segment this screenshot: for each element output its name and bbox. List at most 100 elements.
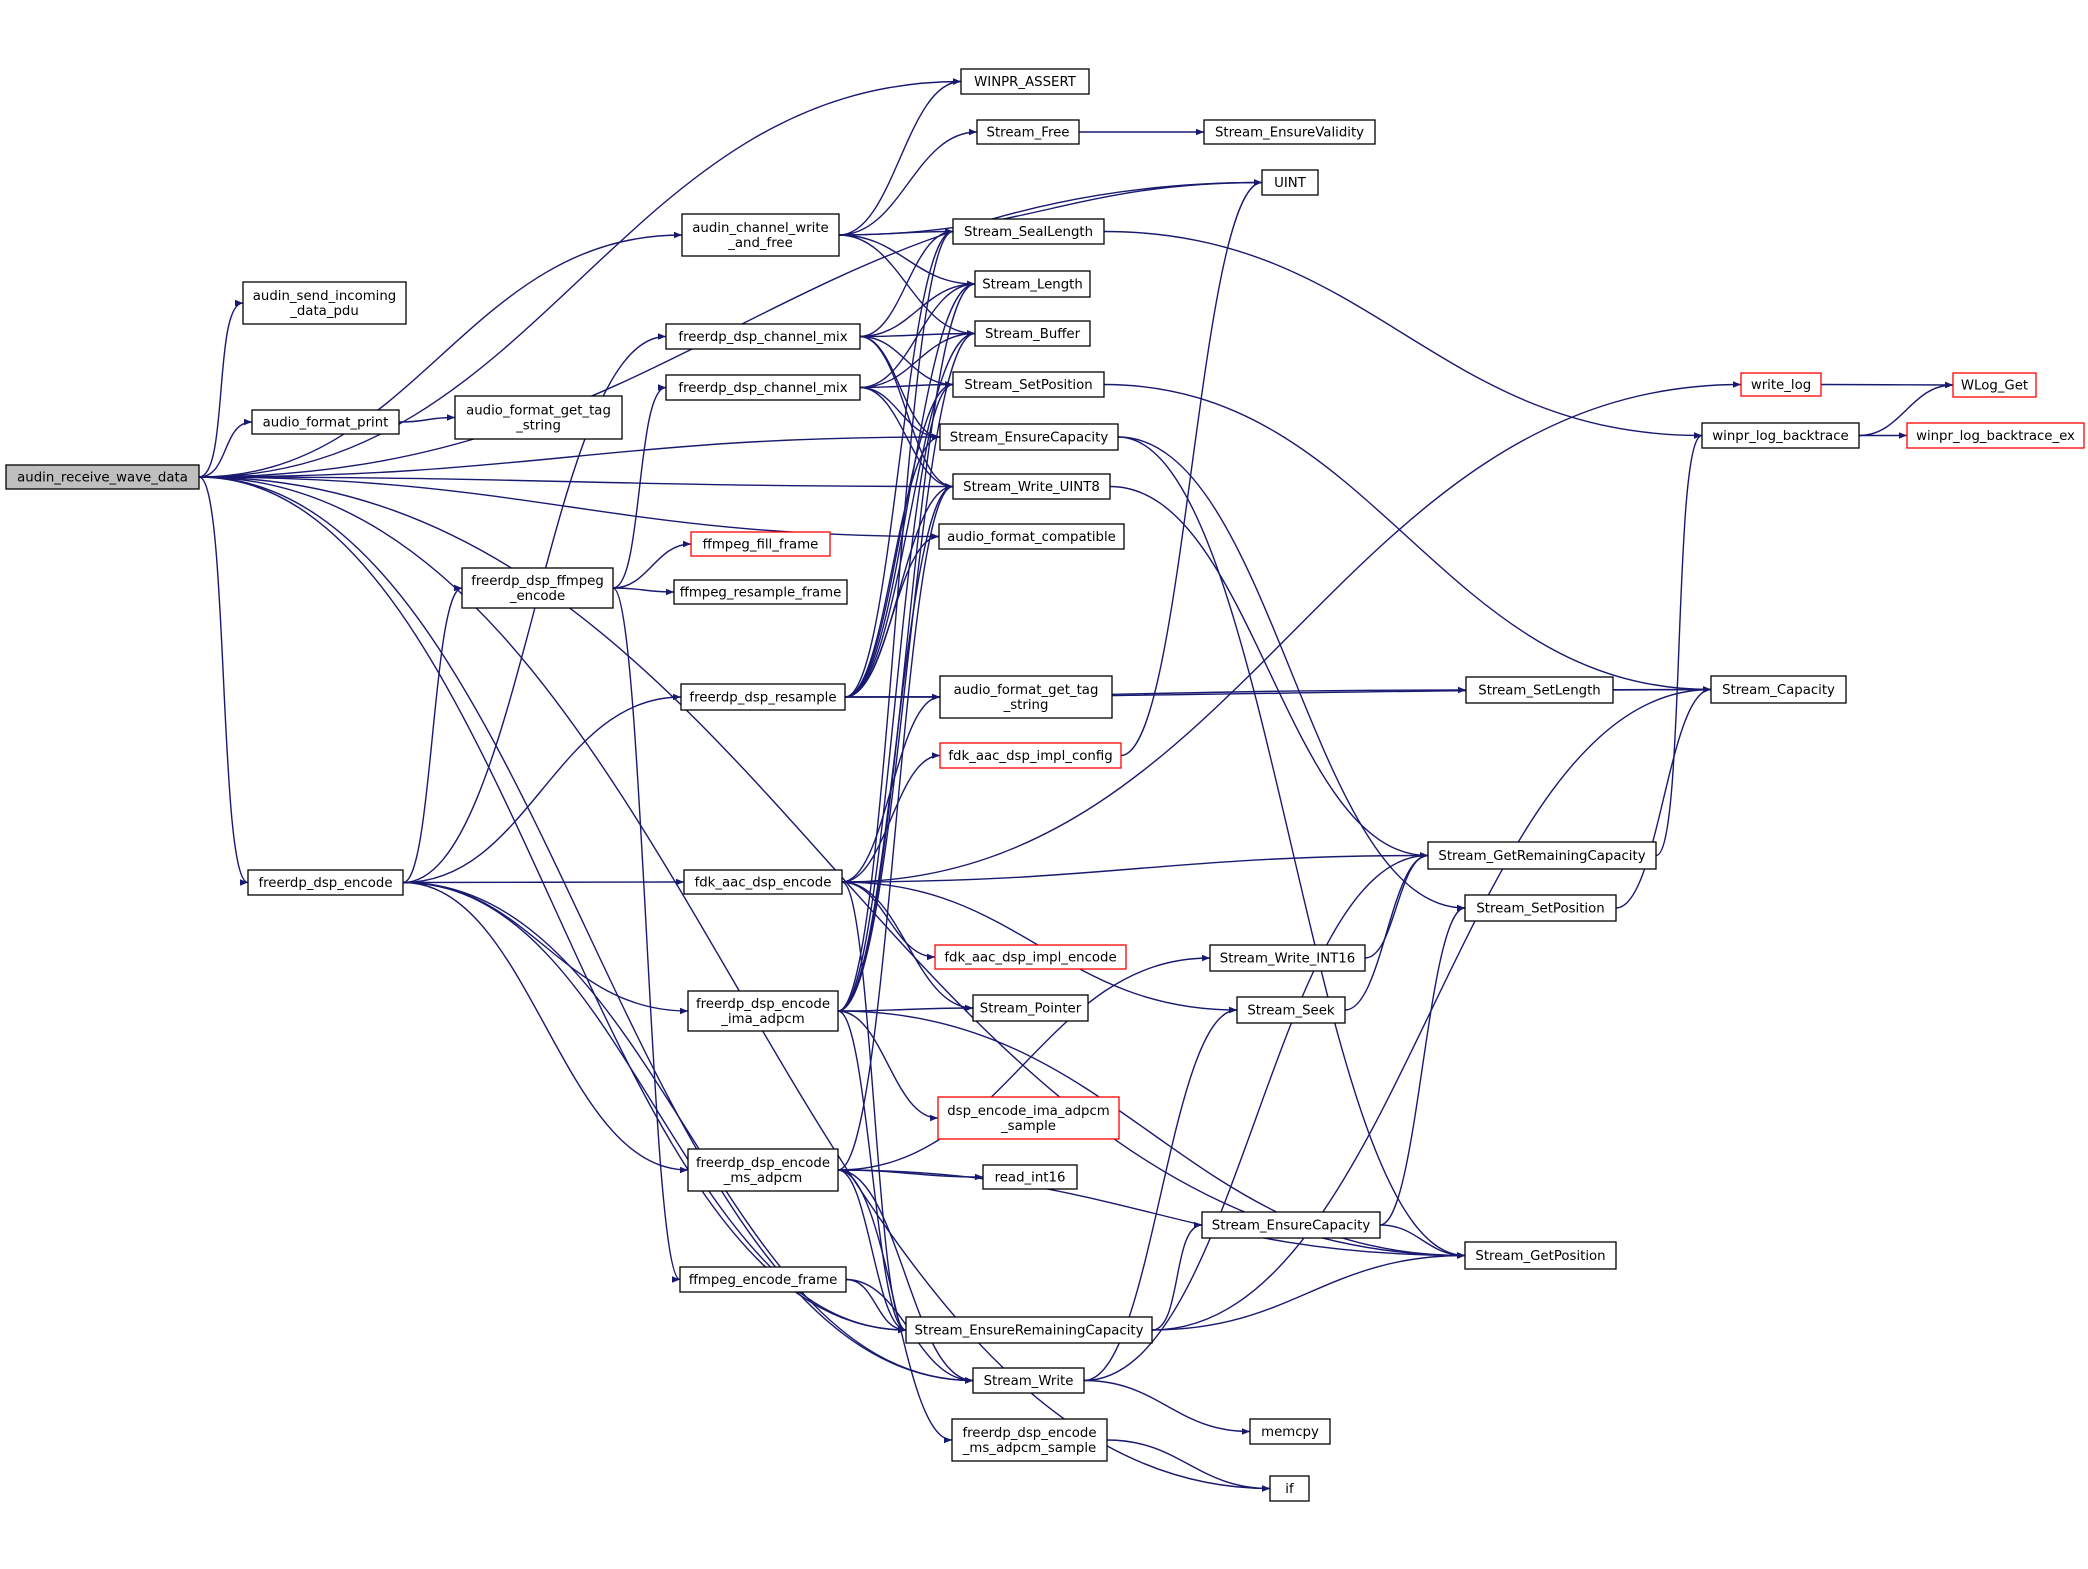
node-label: _string (515, 419, 561, 434)
node-stream-ensurecapacity-1[interactable]: Stream_EnsureCapacity (939, 423, 1119, 451)
node-stream-capacity[interactable]: Stream_Capacity (1710, 675, 1847, 704)
edge-freerdp_dsp_encode_ima_adpcm-to-Stream_GetPosition (837, 1010, 1466, 1259)
edge-audin_channel_write_and_free-to-Stream_SealLength (838, 228, 954, 236)
edge-freerdp_dsp_encode_ms_adpcm-to-Stream_Write_UINT8 (837, 483, 954, 1171)
edge-Stream_SetLength-to-Stream_Capacity (1612, 686, 1712, 693)
edge-audin_receive_wave_data-to-audin_send_incoming_data_pdu (198, 299, 244, 478)
node-box (687, 1148, 839, 1192)
edge-audin_receive_wave_data-to-Stream_GetPosition (198, 476, 1466, 1259)
node-audio-format-compatible[interactable]: audio_format_compatible (938, 523, 1125, 550)
node-box (690, 531, 831, 557)
node-stream-free[interactable]: Stream_Free (976, 119, 1080, 145)
node-uint[interactable]: UINT (1261, 169, 1319, 196)
node-stream-getposition[interactable]: Stream_GetPosition (1464, 1241, 1617, 1270)
edge-fdk_aac_dsp_encode-to-Stream_EnsureRemainingCapacity (841, 881, 907, 1334)
node-stream-setlength[interactable]: Stream_SetLength (1465, 676, 1614, 704)
node-winpr-log-backtrace-ex[interactable]: winpr_log_backtrace_ex (1906, 422, 2085, 449)
node-freerdp-dsp-channel-mix-1[interactable]: freerdp_dsp_channel_mix (665, 323, 861, 350)
node-box (1465, 676, 1614, 704)
node-box (1710, 675, 1847, 704)
node-ffmpeg-fill-frame[interactable]: ffmpeg_fill_frame (690, 531, 831, 557)
edge-Stream_Write_INT16-to-Stream_GetRemainingCapacity (1364, 852, 1429, 959)
node-stream-write-int16[interactable]: Stream_Write_INT16 (1209, 944, 1366, 972)
node-winpr-assert[interactable]: WINPR_ASSERT (960, 68, 1090, 95)
edge-audin_receive_wave_data-to-Stream_Write (198, 476, 974, 1384)
node-box (1261, 169, 1319, 196)
node-label: freerdp_dsp_resample (689, 691, 836, 706)
node-label: fdk_aac_dsp_impl_encode (944, 951, 1116, 966)
node-label: _data_pdu (289, 304, 359, 319)
node-stream-buffer[interactable]: Stream_Buffer (974, 320, 1091, 347)
node-ffmpeg-encode-frame[interactable]: ffmpeg_encode_frame (679, 1266, 847, 1293)
node-freerdp-dsp-channel-mix-2[interactable]: freerdp_dsp_channel_mix (665, 374, 861, 401)
node-stream-ensurevalidity[interactable]: Stream_EnsureValidity (1203, 119, 1376, 145)
edge-fdk_aac_dsp_encode-to-Stream_Pointer (841, 881, 974, 1012)
node-freerdp-dsp-encode[interactable]: freerdp_dsp_encode (247, 869, 404, 896)
node-audio-format-get-tag-string-1[interactable]: audio_format_get_tag_string (454, 395, 623, 440)
node-label: winpr_log_backtrace_ex (1916, 429, 2075, 444)
node-stream-setposition-2[interactable]: Stream_SetPosition (1464, 894, 1617, 922)
node-stream-seallength[interactable]: Stream_SealLength (952, 218, 1105, 245)
node-box (1201, 1211, 1381, 1239)
node-stream-setposition-1[interactable]: Stream_SetPosition (952, 371, 1105, 398)
node-fdk-aac-dsp-encode[interactable]: fdk_aac_dsp_encode (683, 869, 843, 895)
node-label: Stream_SealLength (964, 225, 1093, 240)
node-box (972, 994, 1089, 1022)
node-stream-length[interactable]: Stream_Length (974, 270, 1091, 298)
node-label: _ms_adpcm_sample (962, 1441, 1096, 1456)
node-dsp-encode-ima-adpcm-sample[interactable]: dsp_encode_ima_adpcm_sample (937, 1096, 1120, 1140)
node-box (665, 323, 861, 350)
node-label: UINT (1274, 176, 1307, 191)
node-audio-format-get-tag-string-2[interactable]: audio_format_get_tag_string (939, 675, 1113, 719)
edge-freerdp_dsp_encode-to-Stream_Write (402, 881, 974, 1384)
node-freerdp-dsp-encode-ima-adpcm[interactable]: freerdp_dsp_encode_ima_adpcm (687, 990, 839, 1032)
node-read-int16[interactable]: read_int16 (982, 1164, 1078, 1190)
node-box (1427, 841, 1657, 870)
node-fdk-aac-dsp-impl-config[interactable]: fdk_aac_dsp_impl_config (939, 742, 1122, 769)
node-audin-send-incoming-data-pdu[interactable]: audin_send_incoming_data_pdu (242, 281, 407, 325)
node-memcpy[interactable]: memcpy (1249, 1418, 1331, 1445)
node-stream-getremainingcapacity[interactable]: Stream_GetRemainingCapacity (1427, 841, 1657, 870)
node-box (681, 213, 840, 257)
edge-freerdp_dsp_encode_ima_adpcm-to-Stream_Write_UINT8 (837, 483, 954, 1012)
edge-audin_receive_wave_data-to-Stream_EnsureCapacity_1 (198, 433, 941, 478)
node-box (982, 1164, 1078, 1190)
node-freerdp-dsp-encode-ms-adpcm-sample[interactable]: freerdp_dsp_encode_ms_adpcm_sample (951, 1418, 1108, 1462)
node-box (1249, 1418, 1331, 1445)
node-label: WLog_Get (1961, 379, 2028, 394)
node-freerdp-dsp-resample[interactable]: freerdp_dsp_resample (680, 683, 846, 711)
node-label: _encode (509, 589, 565, 604)
node-label: audio_format_get_tag (954, 683, 1099, 698)
node-stream-pointer[interactable]: Stream_Pointer (972, 994, 1089, 1022)
node-wlog-get[interactable]: WLog_Get (1952, 372, 2037, 398)
node-stream-write-uint8[interactable]: Stream_Write_UINT8 (952, 473, 1111, 500)
edge-Stream_Write-to-Stream_Seek (1083, 1006, 1238, 1382)
node-box (952, 218, 1105, 245)
node-stream-write[interactable]: Stream_Write (972, 1367, 1085, 1394)
edge-Stream_EnsureCapacity_1-to-Stream_SetPosition_2 (1117, 436, 1466, 912)
node-stream-ensureremainingcapacity[interactable]: Stream_EnsureRemainingCapacity (905, 1316, 1153, 1344)
edge-fdk_aac_dsp_impl_config-to-UINT (1120, 179, 1263, 757)
node-stream-ensurecapacity-2[interactable]: Stream_EnsureCapacity (1201, 1211, 1381, 1239)
node-stream-seek[interactable]: Stream_Seek (1236, 996, 1346, 1024)
node-label: Stream_EnsureRemainingCapacity (914, 1324, 1143, 1339)
node-fdk-aac-dsp-impl-encode[interactable]: fdk_aac_dsp_impl_encode (934, 944, 1127, 970)
edge-audin_receive_wave_data-to-audin_channel_write_and_free (198, 231, 683, 478)
node-audin-receive-wave-data[interactable]: audin_receive_wave_data (5, 464, 200, 490)
node-freerdp-dsp-ffmpeg-encode[interactable]: freerdp_dsp_ffmpeg_encode (461, 567, 614, 609)
node-audio-format-print[interactable]: audio_format_print (251, 409, 400, 435)
node-audin-channel-write-and-free[interactable]: audin_channel_write_and_free (681, 213, 840, 257)
edge-audin_channel_write_and_free-to-Stream_Length (838, 234, 976, 288)
node-box (454, 395, 623, 440)
edge-freerdp_dsp_encode-to-Stream_EnsureRemainingCapacity (402, 881, 907, 1334)
edge-Stream_Seek-to-Stream_GetRemainingCapacity (1344, 852, 1429, 1011)
edge-freerdp_dsp_encode_ima_adpcm-to-dsp_encode_ima_adpcm_sample (837, 1010, 939, 1122)
node-write-log[interactable]: write_log (1740, 372, 1822, 397)
edge-freerdp_dsp_resample-to-audio_format_compatible (844, 533, 940, 698)
node-if[interactable]: if (1269, 1475, 1310, 1502)
node-ffmpeg-resample-frame[interactable]: ffmpeg_resample_frame (673, 579, 848, 605)
edge-freerdp_dsp_resample-to-Stream_Buffer (844, 330, 976, 698)
node-winpr-log-backtrace[interactable]: winpr_log_backtrace (1701, 422, 1860, 449)
edge-freerdp_dsp_encode-to-freerdp_dsp_ffmpeg_encode (402, 584, 463, 884)
node-freerdp-dsp-encode-ms-adpcm[interactable]: freerdp_dsp_encode_ms_adpcm (687, 1148, 839, 1192)
